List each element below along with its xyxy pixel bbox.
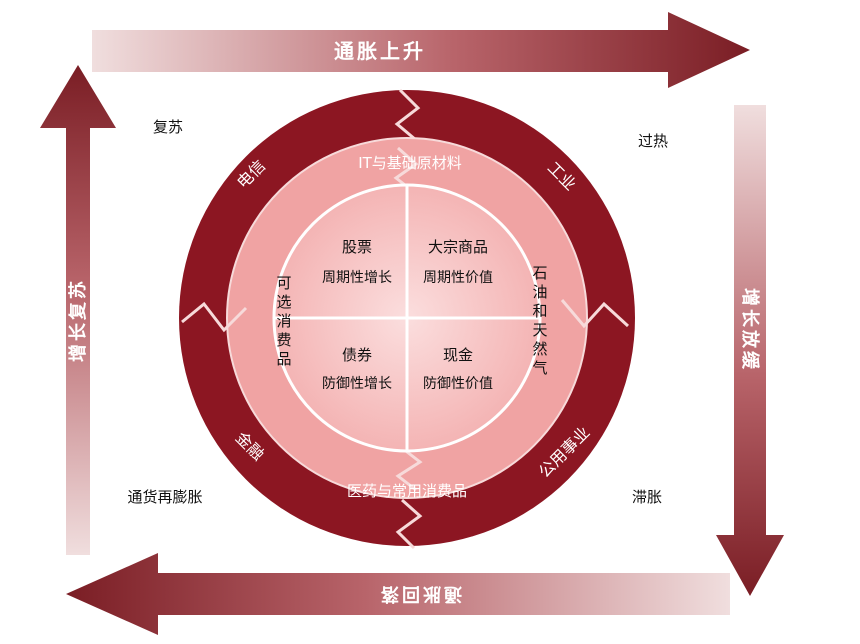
quadrant-bonds-sub: 防御性增长 xyxy=(322,376,392,392)
quadrant-stocks-title: 股票 xyxy=(342,238,372,256)
outer-ring-separator-bottom xyxy=(395,498,423,550)
quadrant-bonds-title: 债券 xyxy=(342,346,372,364)
phase-reflation: 通货再膨胀 xyxy=(127,488,202,506)
phase-recovery: 复苏 xyxy=(153,118,183,136)
middle-ring-separator-right xyxy=(560,299,630,329)
phase-stagflation: 滞胀 xyxy=(632,488,662,506)
sector-oil-gas: 石油和天然气 xyxy=(532,264,547,377)
arrow-growth-slowing xyxy=(716,105,784,596)
quadrant-cash-sub: 防御性价值 xyxy=(423,376,493,392)
quadrant-cash-title: 现金 xyxy=(443,346,473,364)
arrow-label-bottom: 通胀回落 xyxy=(378,583,462,604)
sector-pharma-staples: 医药与常用消费品 xyxy=(347,482,467,500)
sector-it-materials: IT与基础原材料 xyxy=(358,154,462,172)
sector-consumer-discretionary: 可选消费品 xyxy=(276,274,291,368)
quadrant-stocks-sub: 周期性增长 xyxy=(322,270,392,286)
arrow-label-top: 通胀上升 xyxy=(334,39,426,63)
arrow-inflation-rising xyxy=(92,12,750,88)
quadrant-commodities-sub: 周期性价值 xyxy=(423,270,493,286)
quadrant-commodities-title: 大宗商品 xyxy=(428,238,488,256)
arrow-label-left: 增长复苏 xyxy=(67,278,89,362)
middle-ring-separator-left xyxy=(181,301,248,333)
arrow-growth-recovering xyxy=(40,65,116,555)
middle-ring-separator-bottom xyxy=(395,446,423,492)
outer-ring-separator-top xyxy=(394,88,421,142)
arrow-inflation-falling xyxy=(66,553,730,635)
arrow-label-right: 增长放缓 xyxy=(739,288,761,372)
phase-overheat: 过热 xyxy=(638,132,668,150)
